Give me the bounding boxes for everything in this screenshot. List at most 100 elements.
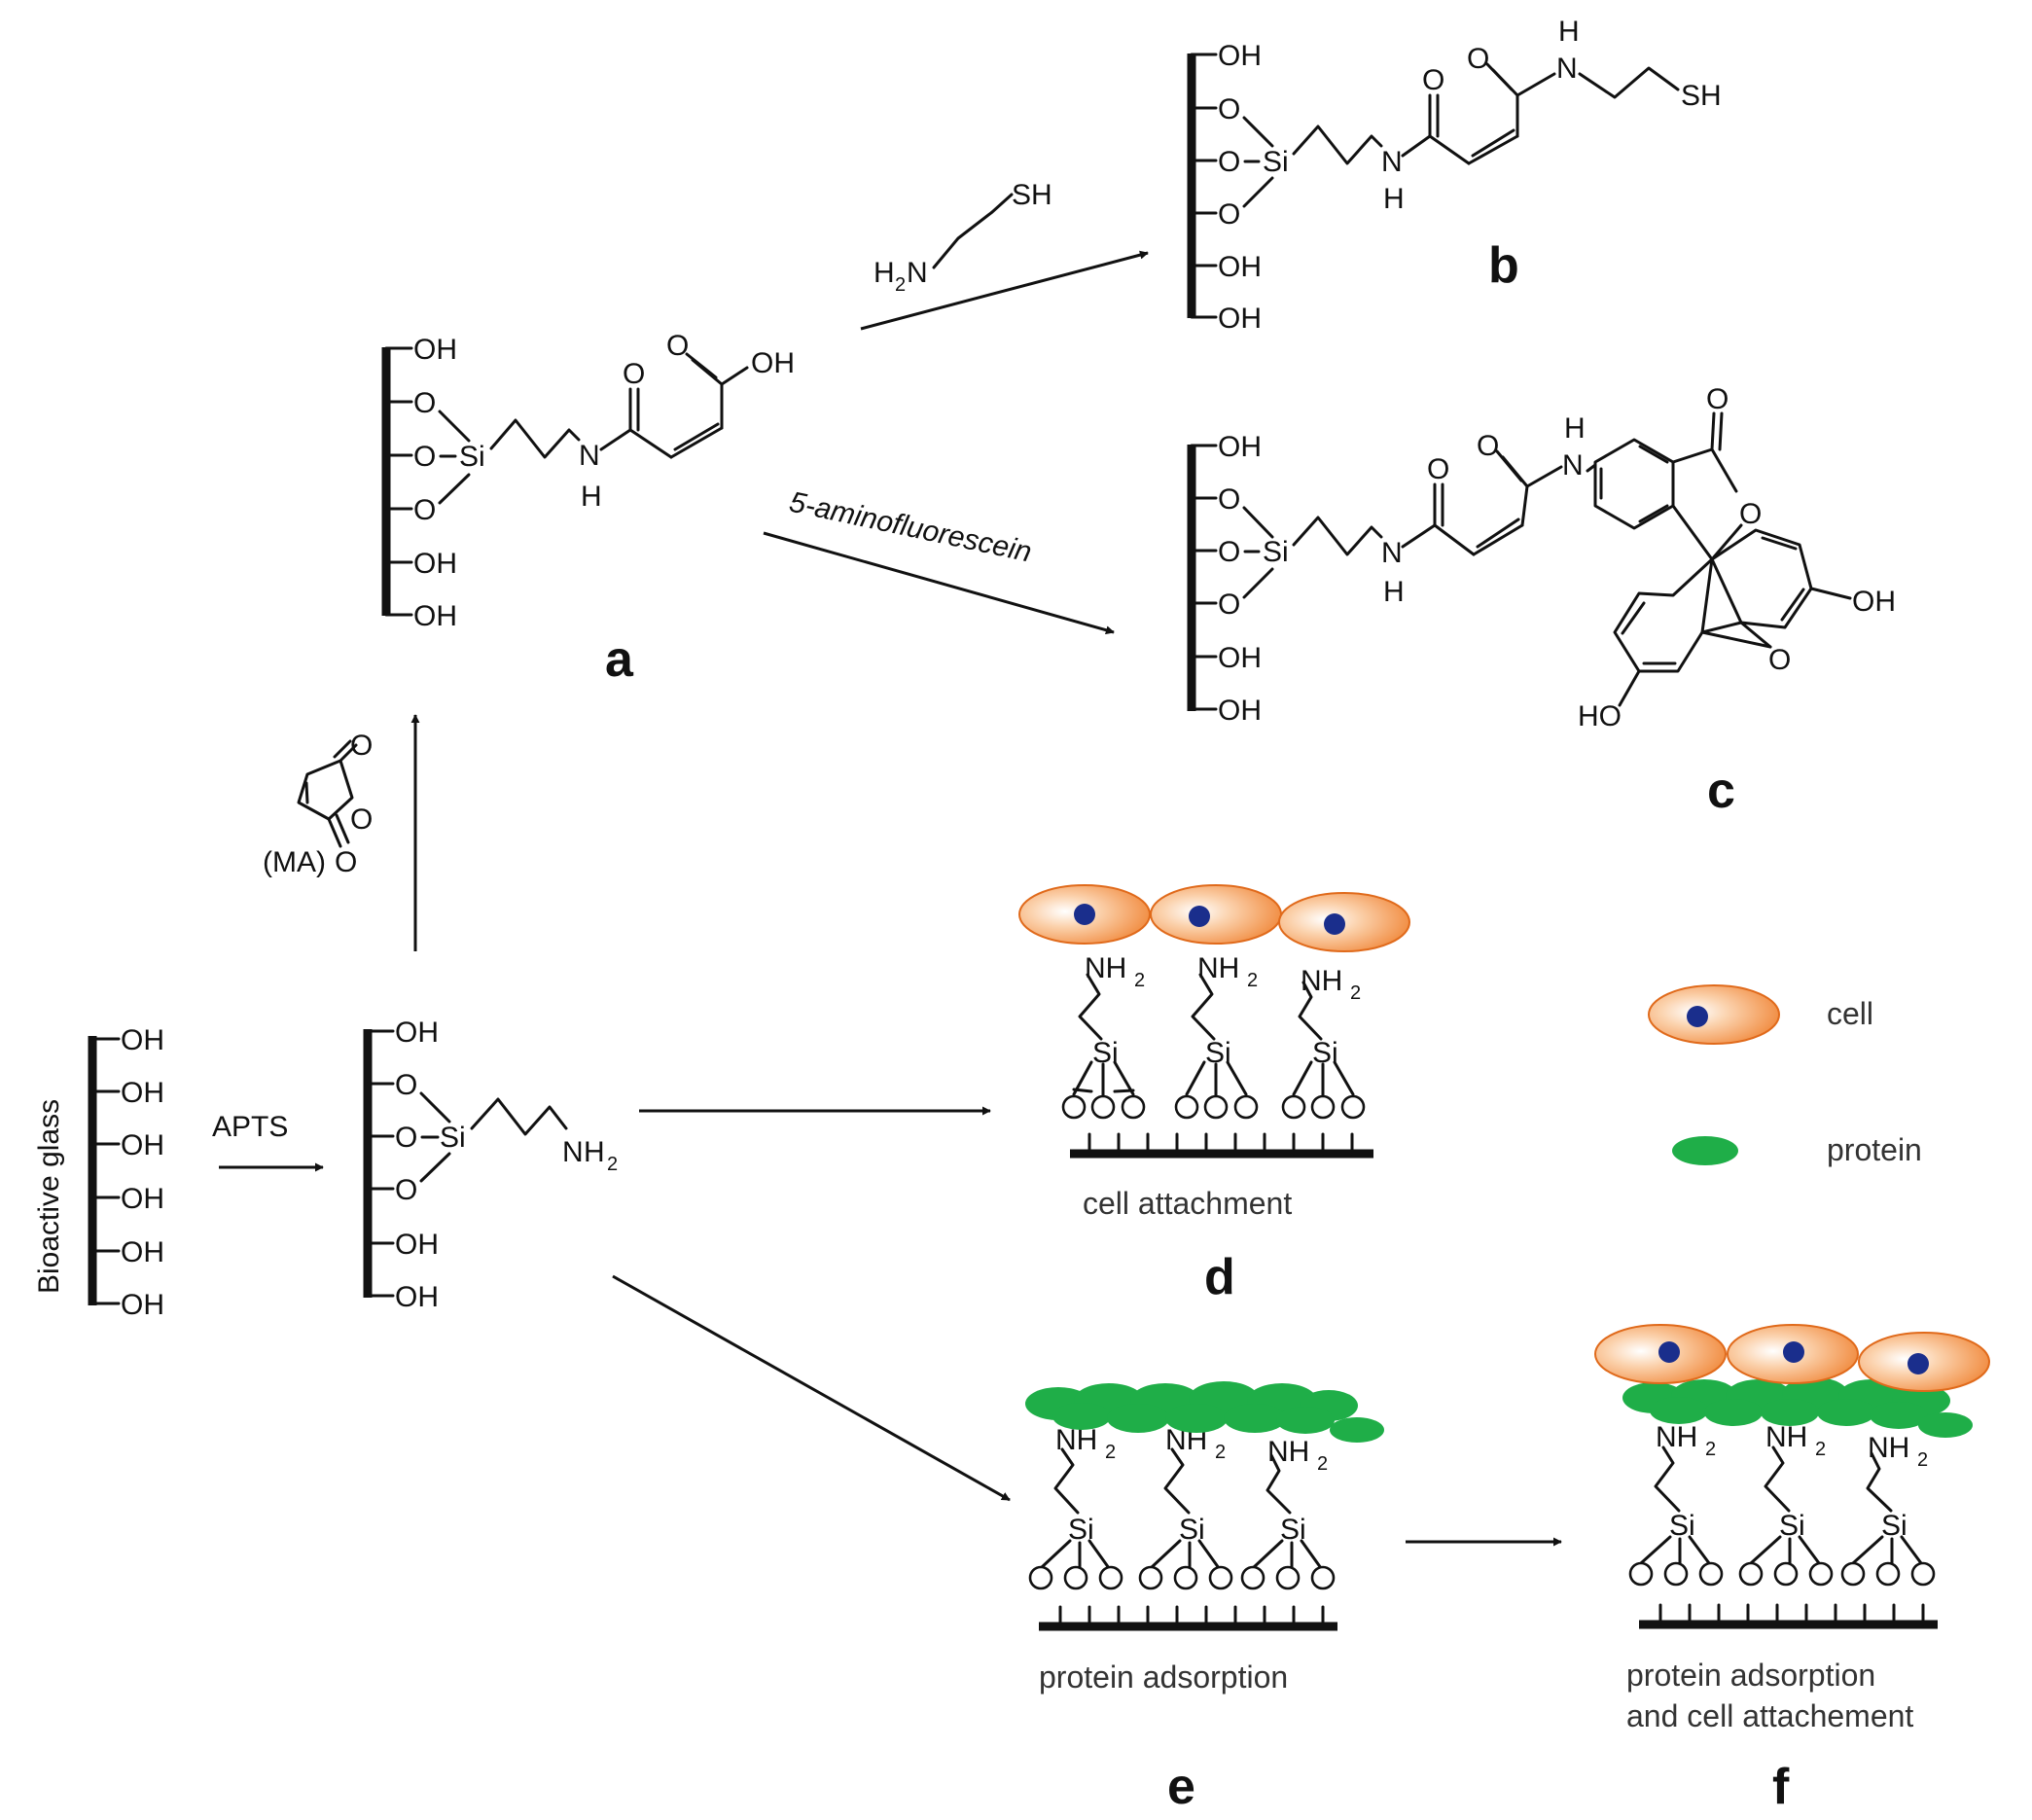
- svg-text:O: O: [1218, 198, 1240, 231]
- svg-text:OH: OH: [121, 1183, 164, 1215]
- svg-text:H: H: [873, 257, 895, 289]
- svg-text:N: N: [562, 1136, 584, 1168]
- proteins-f: [1622, 1377, 1973, 1438]
- arrow-to-b: SH H 2 N: [860, 179, 1149, 331]
- svg-text:O: O: [1218, 589, 1240, 621]
- svg-text:O: O: [1739, 498, 1762, 530]
- svg-text:2: 2: [607, 1154, 618, 1175]
- svg-text:Si: Si: [1881, 1510, 1907, 1542]
- svg-text:O: O: [1218, 483, 1240, 516]
- svg-text:Si: Si: [1205, 1037, 1231, 1069]
- svg-text:e: e: [1167, 1759, 1195, 1815]
- structure-c: OH O O O OH OH Si N H O O N H O O: [1187, 383, 1896, 819]
- svg-text:NH: NH: [1868, 1432, 1909, 1464]
- svg-text:OH: OH: [121, 1289, 164, 1321]
- cells-f: [1594, 1324, 1990, 1392]
- svg-text:NH: NH: [1656, 1421, 1697, 1453]
- svg-text:d: d: [1204, 1249, 1235, 1305]
- svg-text:OH: OH: [1218, 642, 1262, 674]
- svg-text:O: O: [623, 358, 645, 390]
- svg-text:O: O: [413, 494, 436, 526]
- svg-text:SH: SH: [1681, 80, 1722, 112]
- svg-text:O: O: [395, 1122, 417, 1154]
- svg-text:OH: OH: [413, 600, 457, 632]
- svg-text:N: N: [907, 257, 928, 289]
- svg-text:2: 2: [1815, 1439, 1826, 1460]
- apts-arrow: APTS: [212, 1111, 324, 1172]
- svg-text:O: O: [350, 730, 373, 762]
- svg-text:a: a: [605, 631, 634, 688]
- svg-text:Si: Si: [1263, 146, 1289, 178]
- svg-text:OH: OH: [1218, 40, 1262, 72]
- svg-text:Si: Si: [459, 441, 485, 473]
- svg-text:2: 2: [1917, 1449, 1928, 1471]
- proteins-e: [1025, 1381, 1384, 1443]
- svg-text:H: H: [581, 481, 602, 513]
- svg-text:H: H: [1564, 412, 1586, 445]
- circles-e: [1028, 1565, 1336, 1590]
- svg-text:OH: OH: [1852, 586, 1896, 618]
- circles-d: [1061, 1094, 1366, 1120]
- svg-text:OH: OH: [395, 1017, 439, 1049]
- svg-text:NH: NH: [1301, 965, 1342, 997]
- svg-text:OH: OH: [1218, 251, 1262, 283]
- arrow-to-e: [612, 1274, 1011, 1502]
- svg-text:2: 2: [1247, 970, 1258, 991]
- svg-text:O: O: [1218, 146, 1240, 178]
- svg-text:APTS: APTS: [212, 1111, 288, 1143]
- svg-text:O: O: [413, 387, 436, 419]
- svg-text:and cell attachement: and cell attachement: [1626, 1698, 1913, 1733]
- legend: cell protein: [1648, 984, 1922, 1167]
- svg-text:NH: NH: [1267, 1436, 1309, 1468]
- svg-text:OH: OH: [413, 334, 457, 366]
- circles-f: [1628, 1561, 1936, 1587]
- svg-text:protein adsorption: protein adsorption: [1626, 1658, 1875, 1693]
- svg-text:5-aminofluorescein: 5-aminofluorescein: [787, 486, 1035, 569]
- svg-text:N: N: [1381, 537, 1403, 569]
- svg-text:OH: OH: [1218, 431, 1262, 463]
- cells-d: [1018, 884, 1410, 952]
- svg-text:O: O: [413, 441, 436, 473]
- svg-text:2: 2: [1705, 1439, 1716, 1460]
- svg-text:Si: Si: [1092, 1037, 1119, 1069]
- legend-cell-label: cell: [1827, 996, 1873, 1031]
- svg-text:OH: OH: [121, 1236, 164, 1268]
- svg-text:H: H: [584, 1136, 605, 1168]
- svg-text:OH: OH: [413, 548, 457, 580]
- svg-text:(MA): (MA): [263, 846, 326, 878]
- svg-text:c: c: [1707, 763, 1735, 819]
- svg-text:protein adsorption: protein adsorption: [1039, 1659, 1288, 1695]
- svg-text:O: O: [666, 330, 689, 362]
- svg-text:H: H: [1558, 16, 1580, 48]
- svg-text:N: N: [579, 440, 600, 472]
- svg-text:Si: Si: [440, 1122, 466, 1154]
- svg-text:2: 2: [895, 274, 906, 296]
- svg-text:OH: OH: [395, 1229, 439, 1261]
- svg-text:O: O: [1422, 64, 1444, 96]
- svg-text:OH: OH: [121, 1077, 164, 1109]
- apts-modified-glass: OH O O O OH OH Si N H 2: [363, 1017, 618, 1313]
- svg-text:cell attachment: cell attachment: [1083, 1186, 1292, 1221]
- svg-text:HO: HO: [1578, 700, 1622, 732]
- svg-text:N: N: [1562, 449, 1584, 482]
- svg-text:OH: OH: [751, 347, 795, 379]
- svg-text:SH: SH: [1012, 179, 1052, 211]
- svg-text:Si: Si: [1779, 1510, 1805, 1542]
- svg-text:H: H: [1383, 576, 1405, 608]
- svg-text:O: O: [1477, 430, 1499, 462]
- svg-text:OH: OH: [1218, 695, 1262, 727]
- bioactive-glass-substrate: Bioactive glass OH OH OH OH OH OH: [33, 1024, 164, 1321]
- structure-b: OH O O O OH OH Si N H O O N H SH b: [1187, 16, 1722, 335]
- svg-text:H: H: [1383, 183, 1405, 215]
- svg-text:2: 2: [1215, 1442, 1226, 1463]
- svg-text:O: O: [1467, 43, 1489, 75]
- svg-text:NH: NH: [1085, 952, 1126, 984]
- svg-text:2: 2: [1350, 982, 1361, 1004]
- svg-text:Si: Si: [1263, 536, 1289, 568]
- svg-text:O: O: [350, 803, 373, 836]
- svg-text:f: f: [1772, 1759, 1790, 1815]
- svg-text:Si: Si: [1280, 1514, 1306, 1546]
